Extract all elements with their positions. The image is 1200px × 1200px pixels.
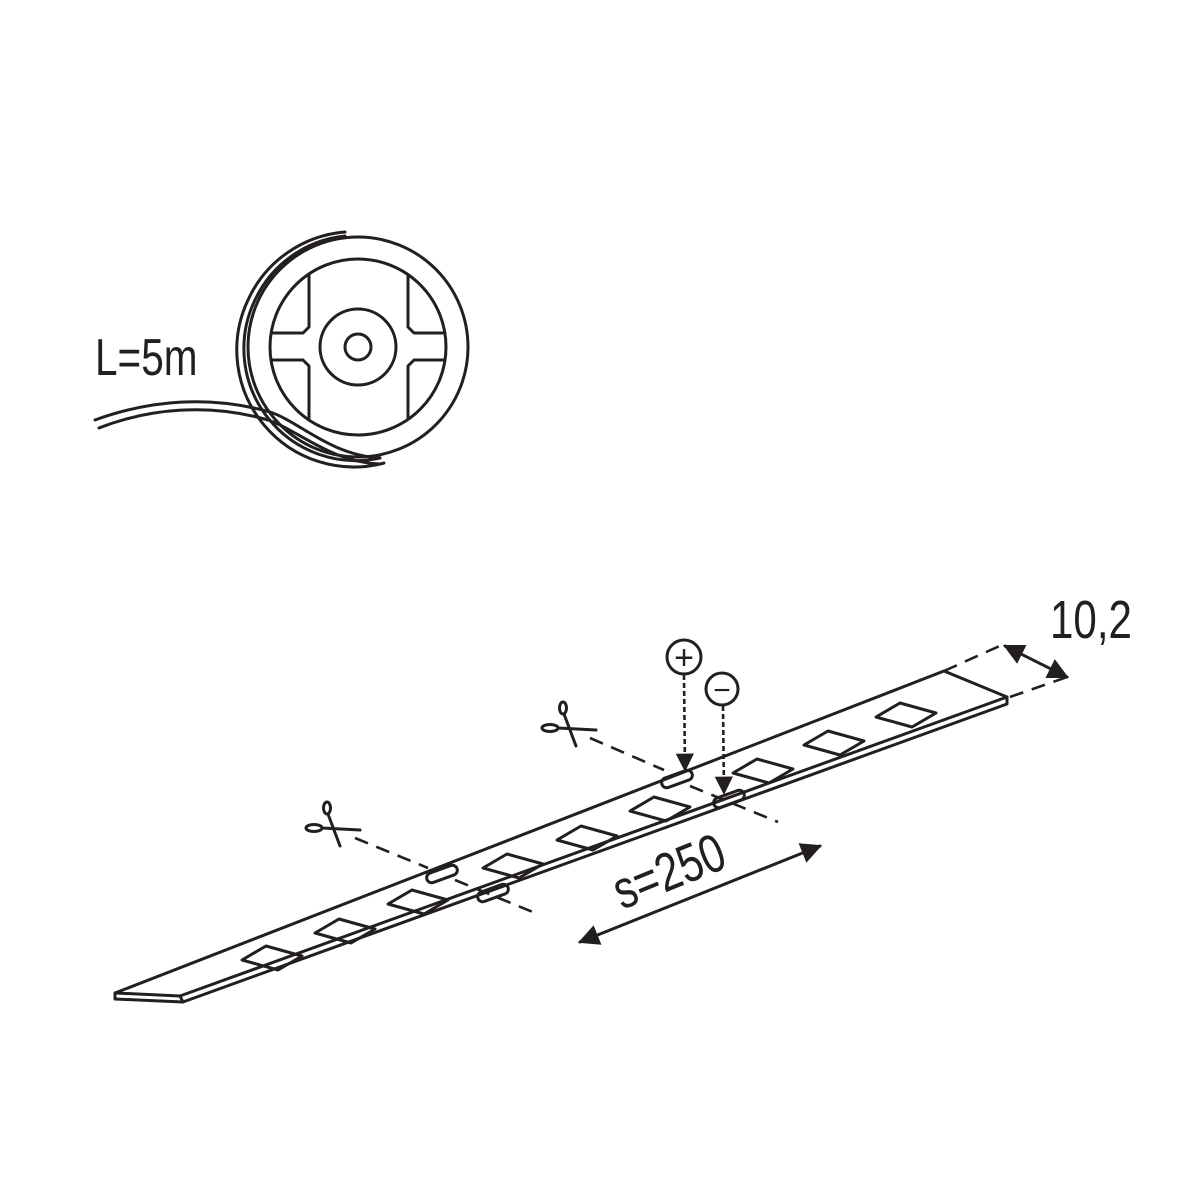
scissors-icon	[540, 700, 598, 748]
cut-line	[354, 836, 429, 870]
svg-text:−: −	[713, 674, 731, 707]
reel-outer-rim	[246, 235, 470, 459]
cut-line	[589, 736, 665, 772]
scissors-icon	[304, 800, 362, 848]
reel: L=5m	[93, 230, 470, 469]
cut-line	[454, 878, 541, 917]
led-strip: + − s=250 10,2	[113, 590, 1132, 1004]
tape-tail	[93, 400, 382, 460]
minus-terminal-icon: −	[704, 671, 740, 795]
width-label: 10,2	[1050, 590, 1132, 650]
led-chip	[731, 757, 795, 785]
svg-text:+: +	[674, 639, 694, 677]
strip-top-face	[113, 669, 1009, 998]
reel-tape-layer-2	[235, 230, 386, 469]
led-chip	[555, 824, 619, 852]
reel-spoke	[270, 273, 311, 335]
reel-hub	[318, 307, 398, 387]
reel-spoke	[406, 358, 447, 420]
reel-tape-layer	[242, 234, 382, 463]
spacing-dimension-arrow	[578, 843, 822, 945]
led-chip	[313, 917, 377, 945]
led-chip	[481, 852, 545, 880]
led-chip	[240, 944, 304, 972]
reel-spoke	[270, 358, 311, 420]
solder-pad	[476, 882, 510, 904]
width-extension-line	[1009, 674, 1071, 699]
led-chip	[628, 795, 692, 823]
width-dimension-arrow	[1003, 644, 1069, 679]
cut-line	[689, 784, 779, 824]
solder-pad	[660, 768, 694, 790]
plus-terminal-icon: +	[665, 638, 703, 772]
strip-end-edge	[178, 994, 185, 1004]
reel-hole	[343, 332, 373, 362]
length-label: L=5m	[95, 328, 198, 386]
led-chip	[802, 729, 866, 757]
led-chip	[874, 701, 938, 729]
reel-inner-rim	[268, 257, 448, 437]
led-chip	[386, 888, 450, 916]
solder-pad	[425, 863, 459, 885]
width-extension-line	[943, 642, 1005, 673]
reel-spoke	[406, 273, 447, 335]
